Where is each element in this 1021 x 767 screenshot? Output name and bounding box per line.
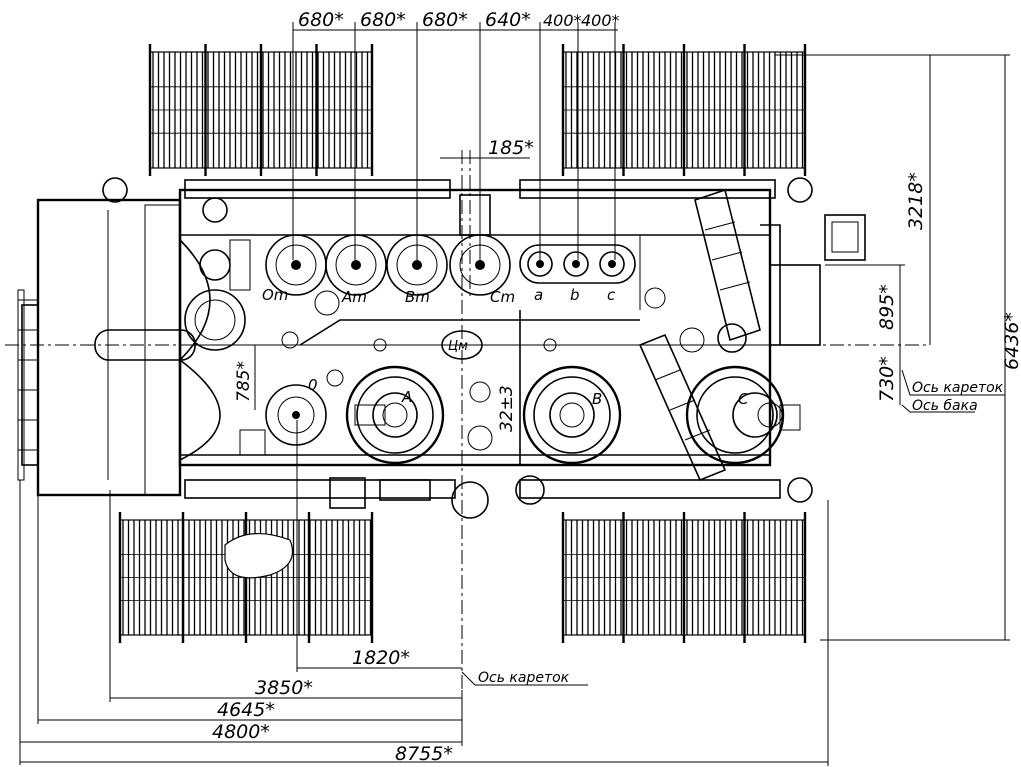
label-om: Om	[262, 286, 288, 304]
label-am: Am	[341, 288, 367, 306]
label-zero: 0	[308, 376, 318, 394]
dim-640: 640*	[485, 9, 531, 31]
bushing-am	[325, 234, 387, 296]
dim-895: 895*	[876, 284, 898, 330]
misc-fittings	[224, 287, 705, 579]
dim-185: 185*	[488, 137, 534, 159]
dim-4645: 4645*	[217, 699, 275, 721]
inclined-bushing-lower	[638, 333, 727, 482]
dim-400-2: 400*	[581, 11, 620, 30]
label-b: b	[570, 286, 580, 304]
axis-carriage-right: Ось кареток	[912, 380, 1004, 396]
label-cm: Cm	[490, 288, 515, 306]
dim-785: 785*	[234, 361, 254, 402]
label-zm: Цм	[448, 339, 468, 354]
axis-tank: Ось бака	[912, 398, 978, 414]
dim-4800: 4800*	[212, 721, 270, 743]
tap-changer-region	[179, 197, 251, 461]
dim-32: 32±3	[497, 385, 517, 432]
label-c: c	[607, 286, 616, 304]
bushing-labels: Om Am Bm Cm a b c 0 Цм A B C	[262, 286, 749, 408]
dimension-texts: 680* 680* 680* 640* 400* 400* 185* 3218*…	[212, 9, 1021, 765]
radiator-bank-top-right	[561, 44, 807, 176]
dim-680-3: 680*	[422, 9, 468, 31]
dim-8755: 8755*	[395, 743, 453, 765]
hv-bushing-c	[685, 365, 801, 465]
dim-400-1: 400*	[543, 11, 582, 30]
hv-bushing-a	[345, 365, 445, 465]
radiator-bank-top-left	[148, 44, 374, 176]
dim-680-1: 680*	[298, 9, 344, 31]
end-box-left	[17, 198, 196, 497]
dim-6436: 6436*	[1001, 312, 1021, 370]
dimension-lines	[19, 22, 1010, 766]
bushing-zero	[265, 384, 327, 446]
label-bm: Bm	[405, 288, 430, 306]
dim-680-2: 680*	[360, 9, 406, 31]
label-phase-c: C	[738, 390, 749, 408]
dim-730: 730*	[876, 356, 898, 402]
dim-1820: 1820*	[352, 647, 410, 669]
axis-labels: Ось кареток Ось бака Ось кареток	[478, 380, 1004, 686]
label-a: a	[534, 286, 543, 304]
centerlines	[5, 150, 930, 690]
hv-bushing-b	[522, 365, 622, 465]
dim-3218: 3218*	[905, 172, 927, 230]
inclined-bushing-upper	[694, 188, 761, 353]
cooling-pipes	[102, 177, 813, 519]
axis-carriage-bottom: Ось кареток	[478, 670, 570, 686]
dim-3850: 3850*	[255, 677, 313, 699]
label-phase-a: A	[401, 388, 412, 406]
radiator-bank-bottom-right	[561, 512, 807, 643]
radiator-bank-bottom-left	[118, 512, 374, 643]
label-phase-b: B	[592, 390, 602, 408]
